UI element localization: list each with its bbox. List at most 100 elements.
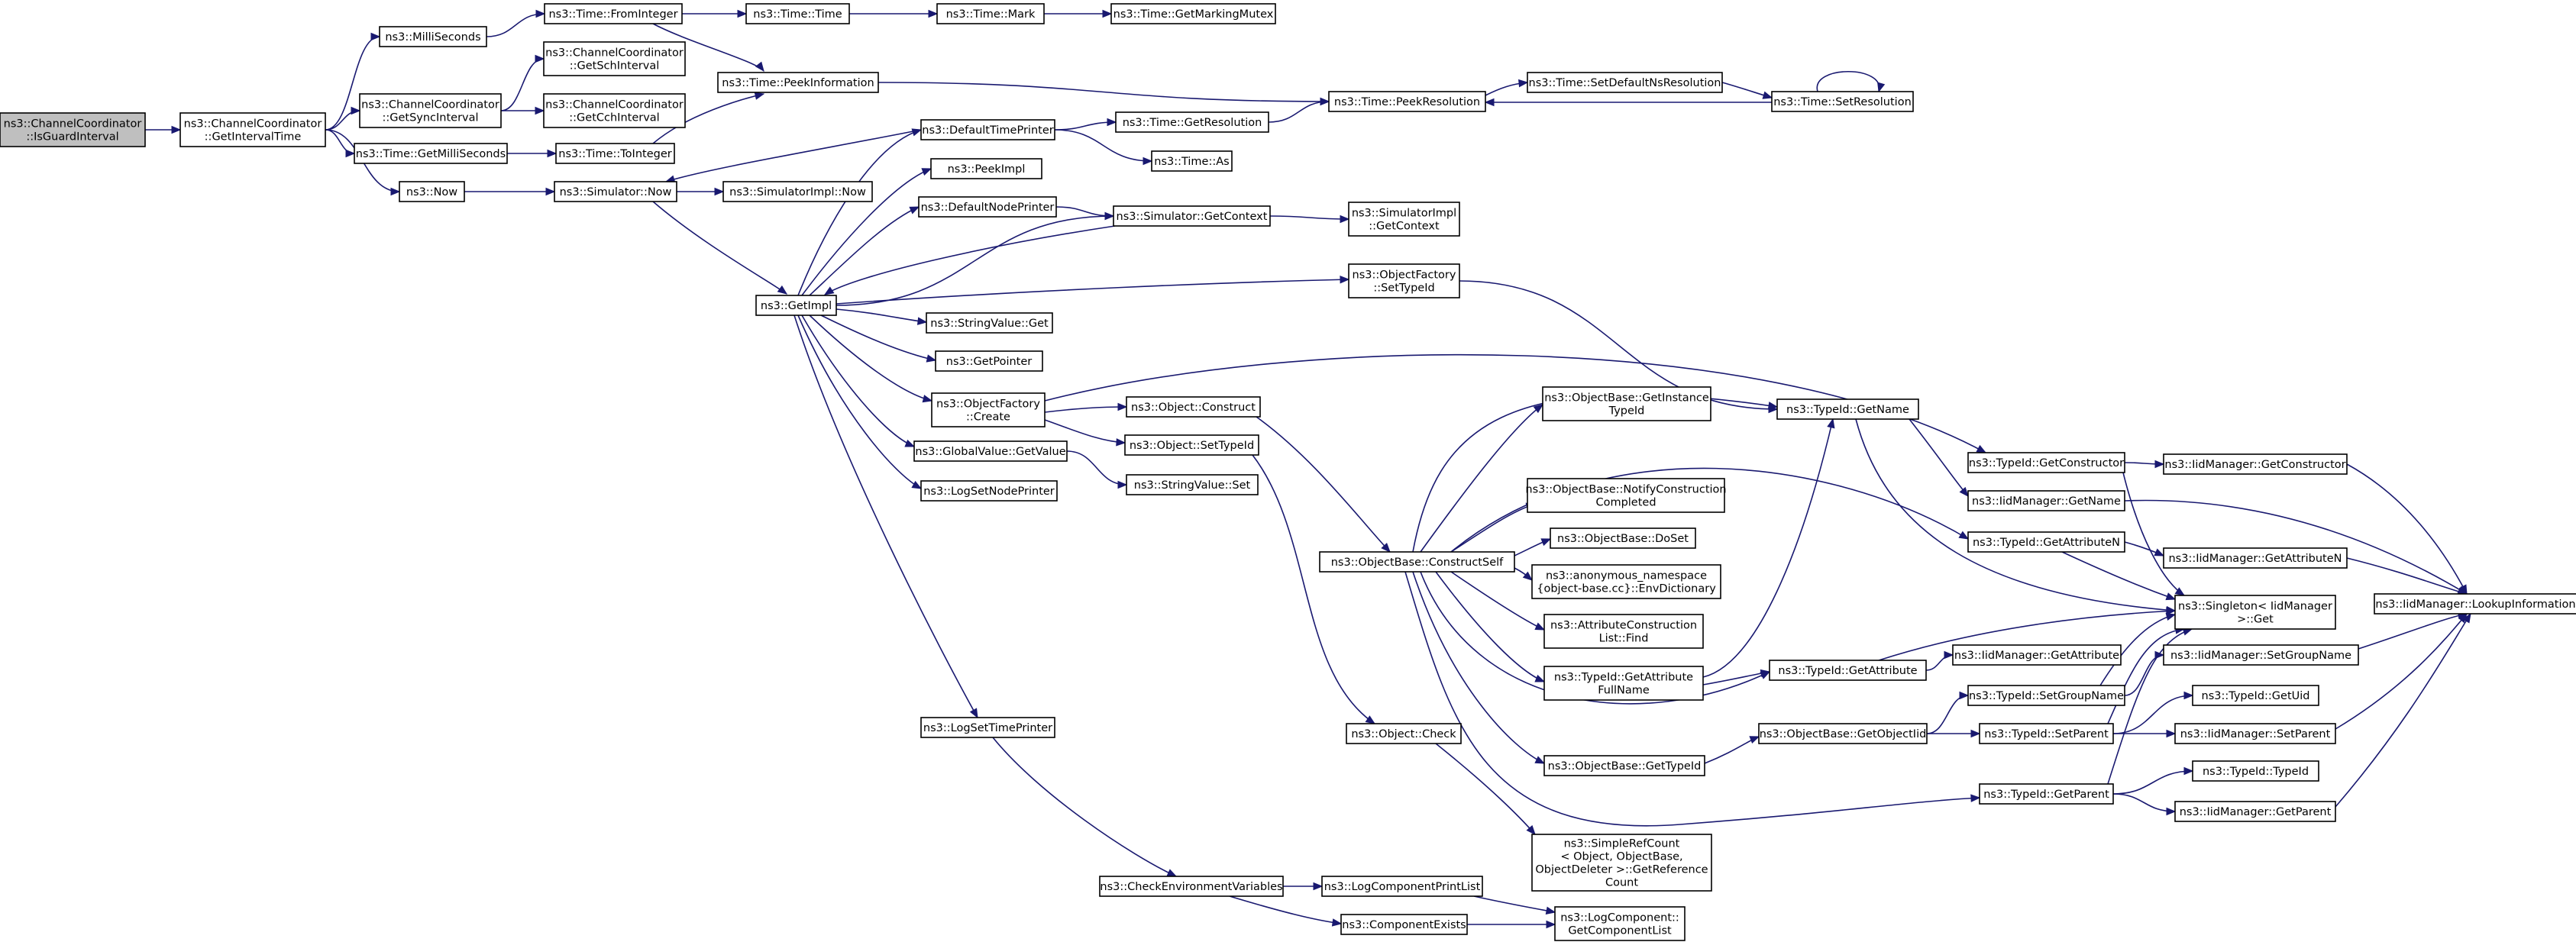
node-type-id-get-attribute[interactable]: ns3::TypeId::GetAttribute <box>1769 660 1927 681</box>
node-iid-manager-set-group-name[interactable]: ns3::IidManager::SetGroupName <box>2163 644 2359 666</box>
node-singleton-get[interactable]: ns3::Singleton< IidManager >::Get <box>2174 595 2336 630</box>
node-box[interactable] <box>1346 723 1462 744</box>
node-box[interactable] <box>1126 396 1261 418</box>
node-peek-resolution[interactable]: ns3::Time::PeekResolution <box>1328 91 1486 112</box>
node-box[interactable] <box>1115 111 1269 133</box>
node-box[interactable] <box>1979 723 2114 744</box>
node-box[interactable] <box>2174 595 2336 630</box>
node-box[interactable] <box>926 312 1053 334</box>
node-get-impl[interactable]: ns3::GetImpl <box>755 295 837 316</box>
node-box[interactable] <box>554 181 677 202</box>
node-box[interactable] <box>1771 91 1914 112</box>
node-box[interactable] <box>920 717 1055 738</box>
node-box[interactable] <box>1340 914 1468 935</box>
node-box[interactable] <box>1099 876 1284 897</box>
node-type-id-get-parent[interactable]: ns3::TypeId::GetParent <box>1979 783 2114 805</box>
node-lookup-information[interactable]: ns3::IidManager::LookupInformation <box>2374 593 2576 615</box>
node-iid-manager-get-parent[interactable]: ns3::IidManager::GetParent <box>2174 801 2336 822</box>
node-box[interactable] <box>918 196 1057 218</box>
node-type-id-get-attribute-n[interactable]: ns3::TypeId::GetAttributeN <box>1967 531 2125 553</box>
node-object-base-get-type-id[interactable]: ns3::ObjectBase::GetTypeId <box>1543 755 1705 776</box>
node-notify-construction-completed[interactable]: ns3::ObjectBase::NotifyConstructionCompl… <box>1525 478 1727 513</box>
node-object-factory-set-type-id[interactable]: ns3::ObjectFactory::SetTypeId <box>1348 263 1460 298</box>
node-iid-manager-get-attribute-n[interactable]: ns3::IidManager::GetAttributeN <box>2163 547 2348 569</box>
node-box[interactable] <box>913 440 1068 462</box>
node-box[interactable] <box>1979 783 2114 805</box>
node-box[interactable] <box>1348 202 1460 237</box>
node-object-set-type-id[interactable]: ns3::Object::SetTypeId <box>1124 434 1259 456</box>
node-box[interactable] <box>1527 72 1723 93</box>
node-box[interactable] <box>1967 452 2125 473</box>
node-box[interactable] <box>1328 91 1486 112</box>
node-global-value-get-value[interactable]: ns3::GlobalValue::GetValue <box>913 440 1068 462</box>
node-box[interactable] <box>2174 801 2336 822</box>
node-iid-manager-get-constructor[interactable]: ns3::IidManager::GetConstructor <box>2163 453 2348 475</box>
node-box[interactable] <box>179 112 326 147</box>
node-type-id-get-uid[interactable]: ns3::TypeId::GetUid <box>2192 685 2319 706</box>
node-box[interactable] <box>2163 644 2359 666</box>
node-box[interactable] <box>1531 564 1721 599</box>
node-time-time[interactable]: ns3::Time::Time <box>745 3 850 24</box>
node-box[interactable] <box>2163 547 2348 569</box>
node-set-default-ns-resolution[interactable]: ns3::Time::SetDefaultNsResolution <box>1527 72 1723 93</box>
node-get-marking-mutex[interactable]: ns3::Time::GetMarkingMutex <box>1110 3 1276 24</box>
node-string-value-get[interactable]: ns3::StringValue::Get <box>926 312 1053 334</box>
node-box[interactable] <box>1769 660 1927 681</box>
node-log-set-time-printer[interactable]: ns3::LogSetTimePrinter <box>920 717 1055 738</box>
node-default-time-printer[interactable]: ns3::DefaultTimePrinter <box>920 119 1055 140</box>
node-object-factory-create[interactable]: ns3::ObjectFactory::Create <box>931 392 1046 427</box>
node-simulator-impl-get-context[interactable]: ns3::SimulatorImpl::GetContext <box>1348 202 1460 237</box>
node-check-env-vars[interactable]: ns3::CheckEnvironmentVariables <box>1099 876 1284 897</box>
node-root[interactable]: ns3::ChannelCoordinator::IsGuardInterval <box>0 112 146 147</box>
node-type-id-set-parent[interactable]: ns3::TypeId::SetParent <box>1979 723 2114 744</box>
node-box[interactable] <box>920 119 1055 140</box>
node-construct-self[interactable]: ns3::ObjectBase::ConstructSelf <box>1319 551 1515 573</box>
node-box[interactable] <box>920 480 1058 502</box>
node-box[interactable] <box>1151 150 1233 172</box>
node-iid-manager-get-attribute[interactable]: ns3::IidManager::GetAttribute <box>1952 644 2122 666</box>
node-box[interactable] <box>354 143 508 164</box>
node-object-check[interactable]: ns3::Object::Check <box>1346 723 1462 744</box>
node-from-integer[interactable]: ns3::Time::FromInteger <box>544 3 683 24</box>
node-box[interactable] <box>1531 834 1712 892</box>
node-box[interactable] <box>2163 453 2348 475</box>
node-object-base-do-set[interactable]: ns3::ObjectBase::DoSet <box>1550 527 1696 549</box>
node-box[interactable] <box>2192 760 2319 782</box>
node-time-as[interactable]: ns3::Time::As <box>1151 150 1233 172</box>
node-env-dictionary[interactable]: ns3::anonymous_namespace{object-base.cc}… <box>1531 564 1721 599</box>
node-box[interactable] <box>1113 205 1271 227</box>
node-box[interactable] <box>1543 666 1704 701</box>
node-box[interactable] <box>1124 434 1259 456</box>
node-simulator-impl-now[interactable]: ns3::SimulatorImpl::Now <box>722 181 873 202</box>
node-time-get-resolution[interactable]: ns3::Time::GetResolution <box>1115 111 1269 133</box>
node-peek-impl[interactable]: ns3::PeekImpl <box>930 158 1042 179</box>
node-box[interactable] <box>1776 398 1919 420</box>
node-box[interactable] <box>1543 614 1704 649</box>
node-box[interactable] <box>1542 386 1711 421</box>
node-get-pointer[interactable]: ns3::GetPointer <box>935 350 1043 372</box>
node-box[interactable] <box>1348 263 1460 298</box>
node-box[interactable] <box>543 41 686 76</box>
node-get-interval-time[interactable]: ns3::ChannelCoordinator::GetIntervalTime <box>179 112 326 147</box>
node-box[interactable] <box>931 392 1046 427</box>
node-box[interactable] <box>399 181 465 202</box>
node-iid-manager-set-parent[interactable]: ns3::IidManager::SetParent <box>2174 723 2336 744</box>
node-get-cch-interval[interactable]: ns3::ChannelCoordinator::GetCchInterval <box>543 93 686 128</box>
node-box[interactable] <box>544 3 683 24</box>
node-peek-information[interactable]: ns3::Time::PeekInformation <box>717 72 879 93</box>
node-time-get-milli-seconds[interactable]: ns3::Time::GetMilliSeconds <box>354 143 508 164</box>
node-box[interactable] <box>930 158 1042 179</box>
node-box[interactable] <box>0 112 146 147</box>
node-box[interactable] <box>1110 3 1276 24</box>
node-box[interactable] <box>2174 723 2336 744</box>
node-get-sch-interval[interactable]: ns3::ChannelCoordinator::GetSchInterval <box>543 41 686 76</box>
node-log-component-print-list[interactable]: ns3::LogComponentPrintList <box>1321 876 1483 897</box>
node-box[interactable] <box>717 72 879 93</box>
node-simulator-get-context[interactable]: ns3::Simulator::GetContext <box>1113 205 1271 227</box>
node-box[interactable] <box>936 3 1045 24</box>
node-box[interactable] <box>1550 527 1696 549</box>
node-box[interactable] <box>1126 474 1259 495</box>
